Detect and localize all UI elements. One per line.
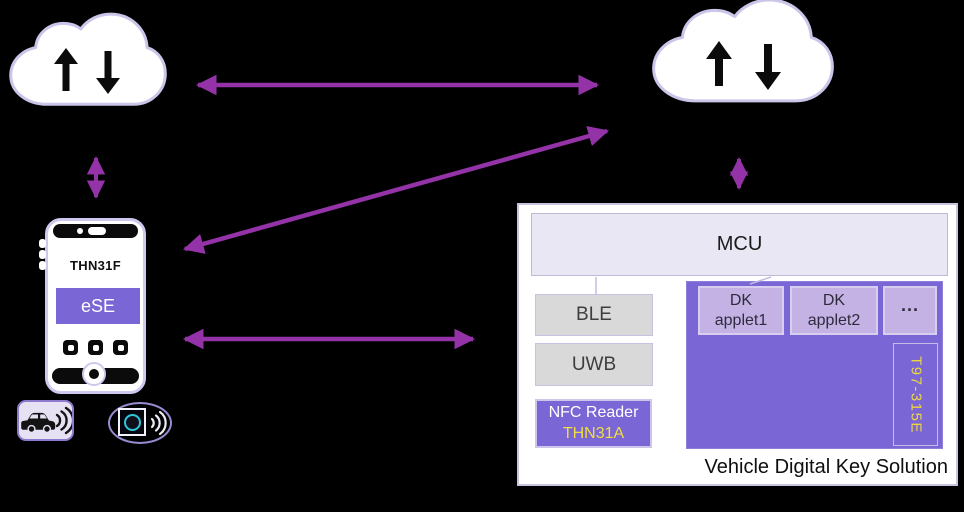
camera-dot-icon (77, 228, 83, 234)
solution-caption: Vehicle Digital Key Solution (704, 456, 948, 478)
car-remote-icon (17, 400, 75, 441)
dk-applet-1: DK applet1 (698, 286, 784, 335)
dk-applet-2: DK applet2 (790, 286, 878, 335)
uwb-box: UWB (535, 343, 653, 386)
start-button-photo (118, 408, 146, 436)
secure-chip-area: DK applet1 DK applet2 ··· T97-315E (686, 281, 943, 449)
vehicle-solution-panel: MCU BLE UWB NFC Reader THN31A DK applet1… (517, 203, 958, 486)
applet-label: DK (822, 291, 846, 309)
phone-model-label: THN31F (70, 258, 121, 273)
t97-chip-label: T97-315E (907, 355, 924, 434)
cloud-left-icon (11, 14, 166, 104)
ble-box: BLE (535, 294, 653, 336)
nfc-chip-label: THN31A (562, 424, 625, 442)
ese-chip: eSE (56, 288, 140, 324)
cloud-right-icon (654, 0, 833, 101)
app-square-icon (113, 340, 128, 355)
phone-speaker-bar (53, 224, 138, 238)
signal-waves-icon (150, 410, 167, 436)
side-button (39, 250, 46, 259)
applet-label: applet2 (807, 311, 861, 329)
engine-start-icon (108, 402, 172, 444)
side-button (39, 239, 46, 248)
up-down-arrows-icon (706, 41, 781, 90)
app-square-icon (63, 340, 78, 355)
applet-label: applet1 (714, 311, 768, 329)
app-square-icon (88, 340, 103, 355)
dk-applet-more: ··· (883, 286, 937, 335)
signal-waves-icon (55, 406, 75, 435)
start-knob-icon (123, 413, 141, 431)
speaker-pill-icon (88, 227, 106, 235)
up-down-arrows-icon (54, 48, 120, 94)
nfc-reader-label: NFC Reader (548, 403, 639, 421)
smartphone: THN31F eSE (39, 218, 146, 394)
t97-chip-box: T97-315E (893, 343, 938, 446)
mcu-box: MCU (531, 213, 948, 276)
nfc-reader-box: NFC Reader THN31A (535, 399, 652, 448)
applet-label: ··· (901, 300, 919, 321)
home-button-icon (82, 362, 106, 386)
applet-label: DK (729, 291, 753, 309)
side-button (39, 261, 46, 270)
